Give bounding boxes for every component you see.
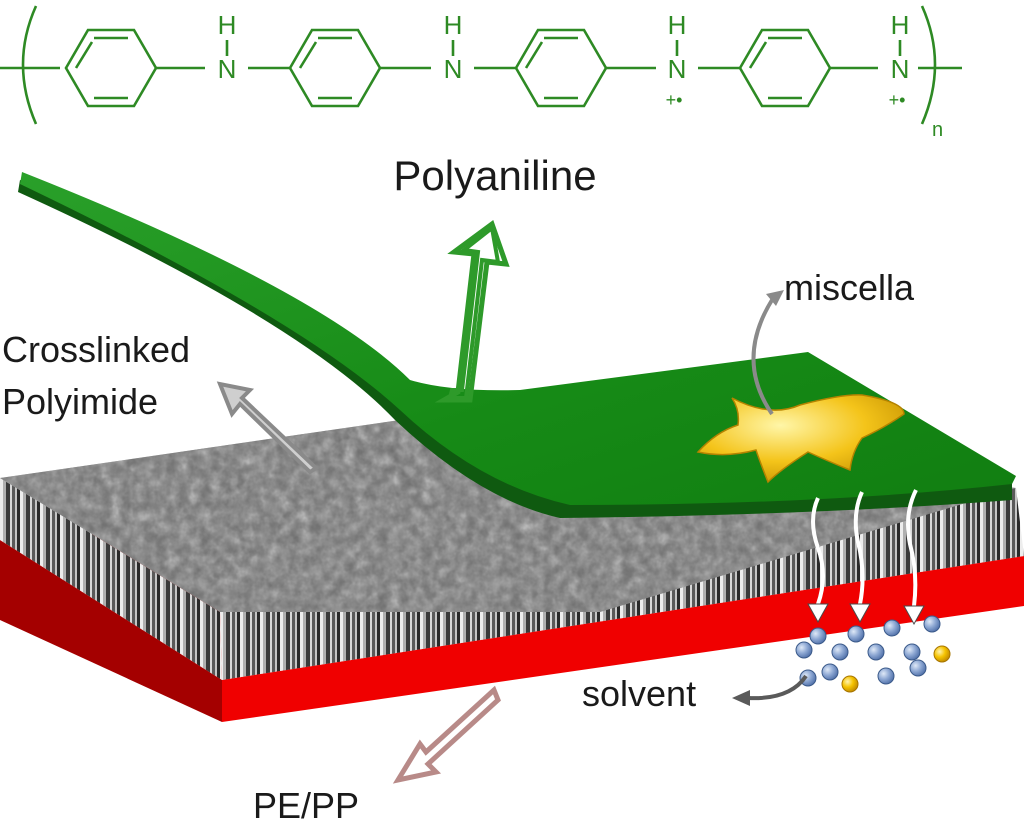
solvent-ball (809, 627, 827, 645)
polyaniline-label: Polyaniline (393, 152, 596, 199)
permeation-arrow-3 (906, 489, 918, 607)
solvent-ball (847, 625, 865, 643)
solvent-ball (903, 643, 921, 661)
charge-radical-1: +• (666, 90, 683, 110)
pani-arrow-outline (434, 219, 510, 403)
right-bracket (920, 5, 937, 125)
miscella-leader-head (766, 290, 784, 306)
formula-atom-labels: H N H N H N +• H N +• n (218, 10, 944, 141)
crosslinked-label-line2: Polyimide (2, 381, 158, 422)
atom-h-1: H (218, 10, 237, 40)
pepp-arrow (392, 685, 501, 784)
solvent-leader-head (732, 690, 750, 706)
benzene-ring-1 (64, 28, 158, 108)
polyimide-left-face (0, 478, 222, 680)
benzene-ring-3 (514, 28, 608, 108)
polyaniline-structure (0, 5, 962, 125)
solvent-ball-yellow (933, 645, 951, 663)
crosslinked-label-line1: Crosslinked (2, 329, 190, 370)
left-bracket (21, 5, 38, 125)
solvent-label: solvent (582, 673, 696, 714)
solvent-ball (821, 663, 839, 681)
solvent-ball (795, 641, 813, 659)
benzene-ring-4 (738, 28, 832, 108)
miscella-label: miscella (784, 267, 915, 308)
micelle-shape (696, 394, 905, 484)
repeat-subscript: n (932, 119, 943, 141)
atom-n-1: N (218, 54, 237, 84)
polyimide-arrow (216, 381, 320, 475)
solvent-ball-yellow (841, 675, 859, 693)
atom-n-2: N (444, 54, 463, 84)
solvent-leader (747, 674, 808, 701)
solvent-ball (923, 615, 941, 633)
solvent-ball (909, 659, 927, 677)
permeation-arrowheads (807, 603, 925, 626)
atom-h-3: H (668, 10, 687, 40)
miscella-leader (751, 298, 774, 416)
solvent-ball (883, 619, 901, 637)
atom-h-4: H (891, 10, 910, 40)
atom-n-3: N (668, 54, 687, 84)
permeation-arrow-2 (853, 491, 865, 605)
solvent-ball (877, 667, 895, 685)
pepp-front-face (222, 556, 1024, 722)
solvent-ball (867, 643, 885, 661)
permeation-arrows (811, 489, 918, 607)
solvent-ball (799, 669, 817, 687)
benzene-ring-2 (288, 28, 382, 108)
charge-radical-2: +• (889, 90, 906, 110)
pepp-left-face (0, 540, 222, 722)
pepp-label: PE/PP (253, 785, 359, 826)
solvent-ball (831, 643, 849, 661)
solvent-molecules (795, 615, 951, 693)
permeation-arrow-1 (811, 497, 825, 605)
atom-h-2: H (444, 10, 463, 40)
atom-n-4: N (891, 54, 910, 84)
